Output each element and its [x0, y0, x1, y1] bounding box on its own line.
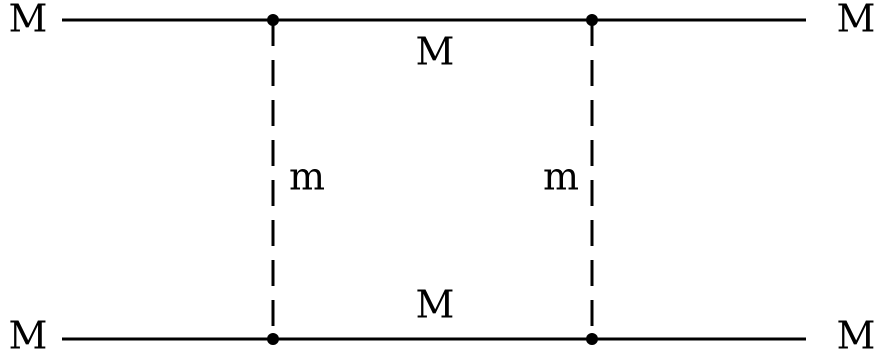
vertex-bottom-left	[267, 333, 279, 345]
label-top-left-leg: M	[9, 0, 48, 41]
vertex-top-left	[267, 14, 279, 26]
vertex-bottom-right	[586, 333, 598, 345]
label-bottom-left-leg: M	[9, 314, 48, 358]
vertex-top-right	[586, 14, 598, 26]
label-top-right-leg: M	[837, 0, 876, 41]
label-top-internal: M	[416, 30, 455, 74]
label-bottom-right-leg: M	[837, 314, 876, 358]
label-bottom-internal: M	[416, 283, 455, 327]
label-left-vertical: m	[289, 155, 325, 199]
label-right-vertical: m	[543, 155, 579, 199]
